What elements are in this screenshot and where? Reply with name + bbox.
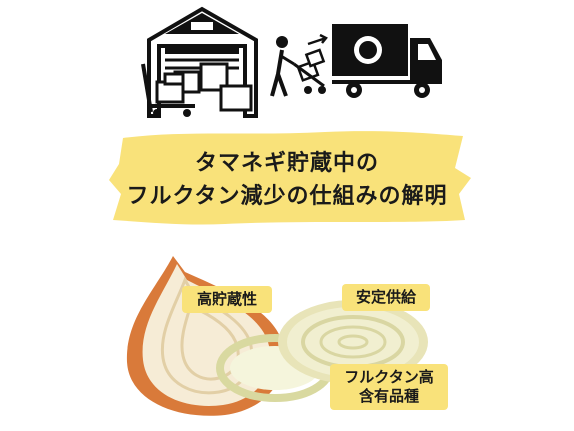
title-line-1: タマネギ貯蔵中の (194, 151, 379, 176)
label-storage: 高貯蔵性 (182, 286, 272, 313)
title-banner (109, 131, 471, 225)
onion-illustration (126, 256, 428, 416)
warehouse-icon (141, 6, 258, 118)
label-fructan-line2: 含有品種 (358, 387, 419, 405)
title-line-2: フルクタン減少の仕組みの解明 (126, 184, 448, 209)
worker-with-cart-icon (270, 34, 328, 97)
label-fructan-line1: フルクタン高 (344, 368, 434, 386)
label-fructan: フルクタン高 含有品種 (330, 364, 448, 410)
delivery-truck-icon (332, 24, 442, 98)
label-supply: 安定供給 (342, 284, 430, 311)
